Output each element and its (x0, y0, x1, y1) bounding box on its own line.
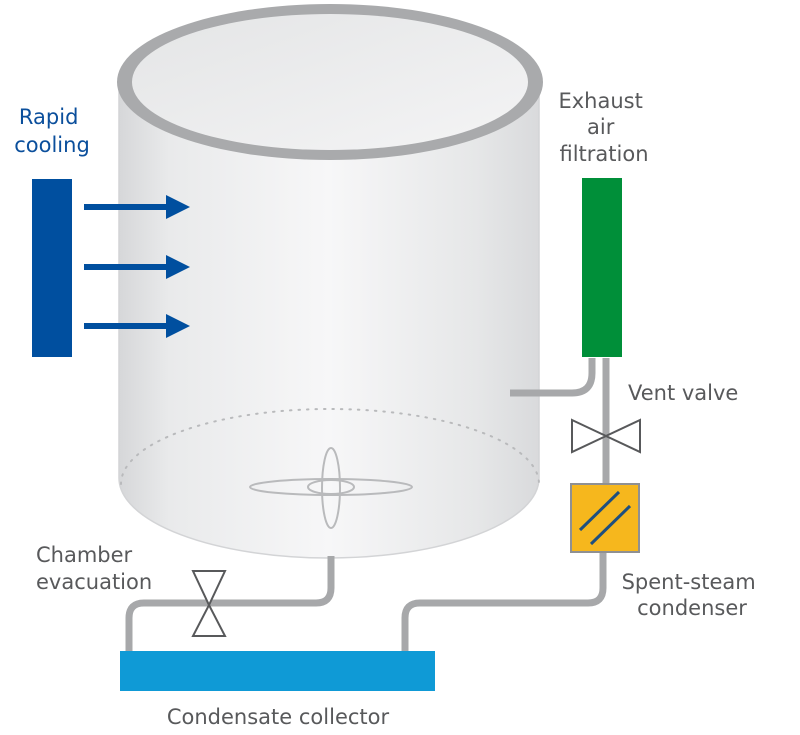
condenser-line (589, 504, 632, 546)
filter-icon (582, 178, 622, 357)
arrow-icon (84, 255, 190, 279)
chamber-evacuation-label: Chamber evacuation (36, 543, 152, 594)
pipe-chamber-to-filter (510, 358, 596, 397)
chamber-body (118, 87, 540, 559)
condenser-label: Spent-steam condenser (622, 570, 763, 620)
condenser-line (578, 490, 621, 532)
arrow-icon (84, 195, 190, 219)
pipe-chamber-to-collector (125, 556, 335, 651)
collector-tank-icon (120, 651, 435, 691)
chamber-top (132, 14, 528, 150)
rapid-cooling-label: Rapid cooling (14, 105, 90, 157)
exhaust-filtration-label: Exhaust air filtration (558, 89, 649, 166)
valve-icon (571, 418, 609, 454)
chamber (117, 4, 543, 559)
valve-icon (191, 602, 227, 637)
fan-icon (249, 447, 413, 529)
cooling-arrows (84, 195, 190, 338)
arrow-icon (84, 314, 190, 338)
vent-valve-label: Vent valve (628, 381, 738, 405)
heat-exchanger-icon (570, 483, 640, 553)
pipes (125, 358, 610, 651)
chamber-floor-dotted (120, 408, 540, 485)
valve-icon (191, 570, 227, 608)
pipe-condenser-to-collector (401, 552, 607, 651)
condensate-collector-label: Condensate collector (167, 705, 390, 729)
cooling-panel-icon (32, 179, 72, 357)
valve-icon (603, 418, 641, 454)
